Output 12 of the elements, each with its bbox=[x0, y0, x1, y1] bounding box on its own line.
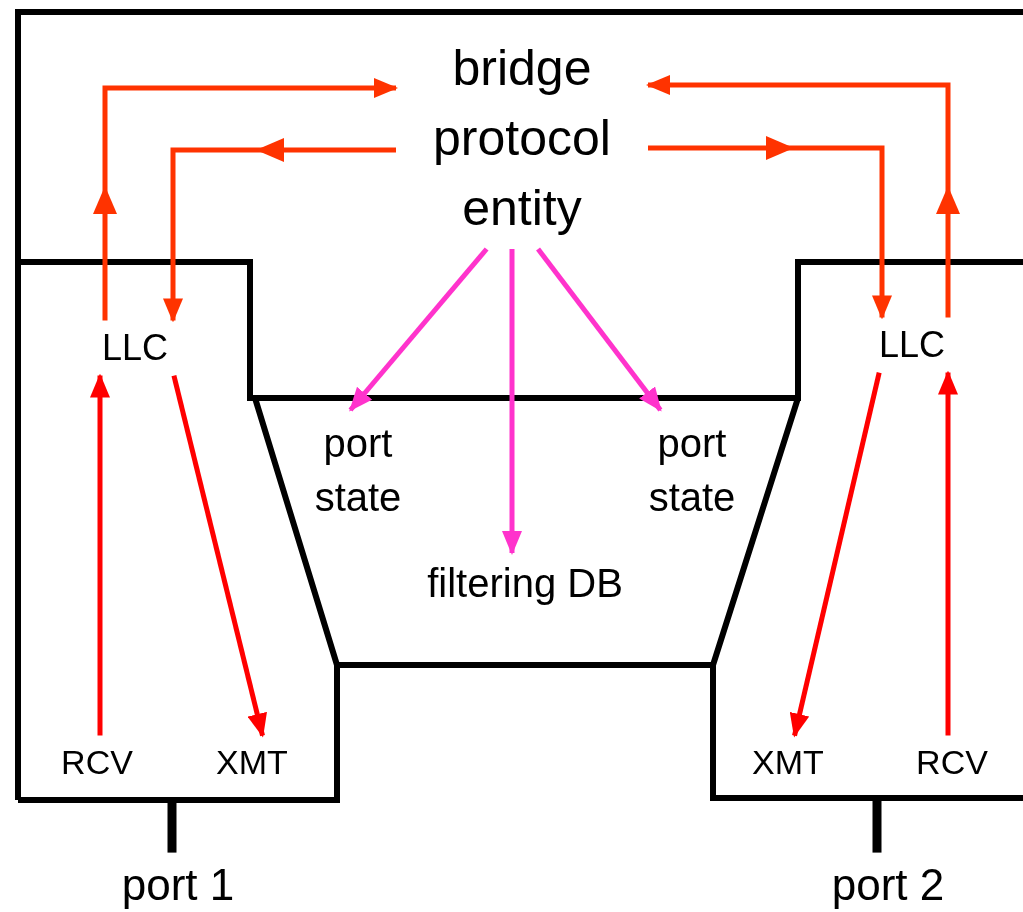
layer-label: RCV bbox=[61, 741, 133, 783]
layer-label: XMT bbox=[216, 741, 288, 783]
port-label: port 2 bbox=[831, 858, 945, 912]
layer-label: LLC bbox=[102, 326, 168, 370]
port-label: port 1 bbox=[121, 858, 235, 912]
entity-label: bridge protocol entity bbox=[402, 33, 642, 243]
layer-label: XMT bbox=[752, 741, 824, 783]
layer-label: LLC bbox=[879, 323, 945, 367]
layer-label: RCV bbox=[916, 741, 988, 783]
state-label: port state bbox=[637, 416, 747, 524]
state-label: port state bbox=[303, 416, 413, 524]
database-label: filtering DB bbox=[427, 559, 623, 607]
